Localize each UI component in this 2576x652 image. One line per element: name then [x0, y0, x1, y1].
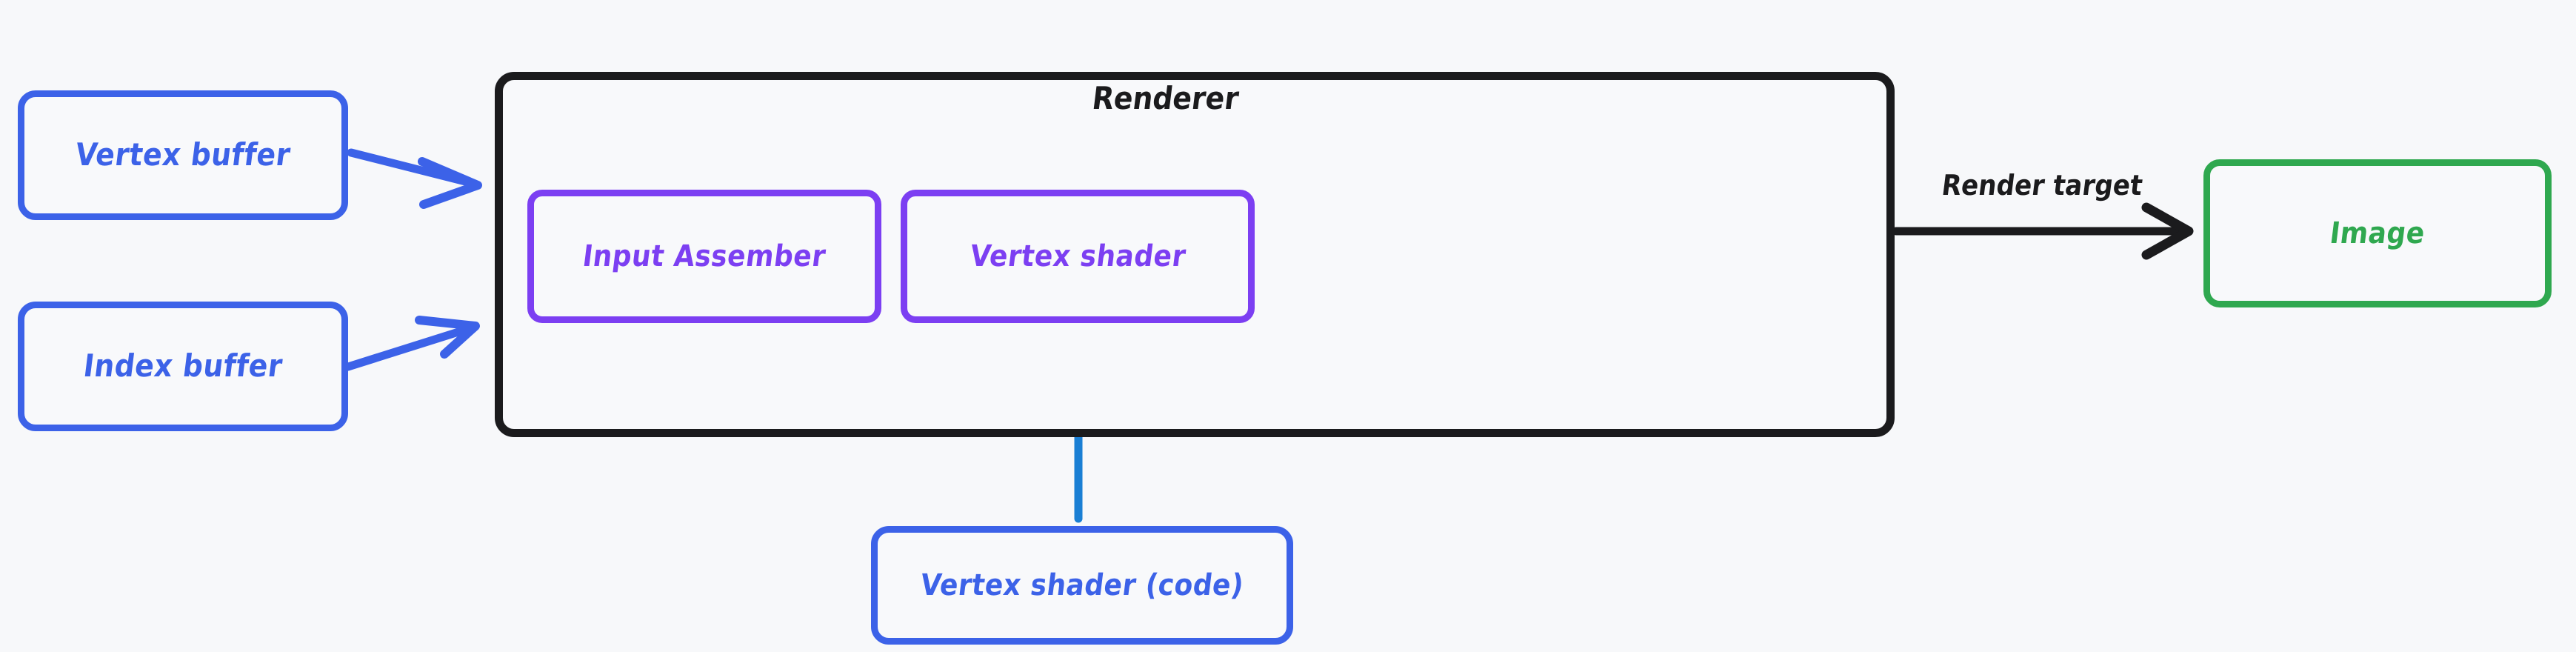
renderer-title: Renderer [1090, 80, 1241, 116]
node-vertex-shader-label: Vertex shader [967, 239, 1188, 273]
node-image-label: Image [2328, 216, 2427, 250]
edge-renderer-to-image [1892, 202, 2194, 260]
node-input-assembler-label: Input Assember [581, 239, 828, 273]
node-vertex-shader-code-label: Vertex shader (code) [918, 568, 1246, 602]
edge-index-buffer-to-renderer [344, 316, 480, 371]
node-image[interactable]: Image [2203, 159, 2552, 307]
edge-vertex-buffer-to-renderer [347, 148, 482, 209]
node-vertex-shader[interactable]: Vertex shader [901, 190, 1255, 323]
edge-label-render-target: Render target [1940, 169, 2145, 202]
node-vertex-buffer[interactable]: Vertex buffer [18, 90, 348, 220]
node-index-buffer-label: Index buffer [81, 347, 285, 385]
node-index-buffer[interactable]: Index buffer [18, 302, 348, 431]
node-input-assembler[interactable]: Input Assember [527, 190, 881, 323]
node-vertex-buffer-label: Vertex buffer [73, 136, 293, 173]
node-vertex-shader-code[interactable]: Vertex shader (code) [871, 526, 1293, 645]
